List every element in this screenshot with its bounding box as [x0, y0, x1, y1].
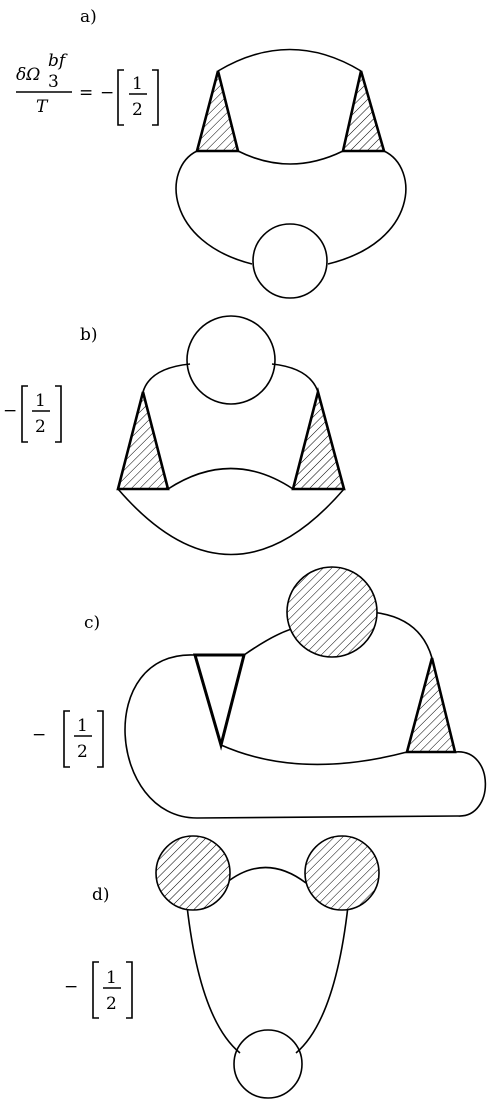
panel-b-bottom-arc: [117, 488, 345, 556]
panel-d-top-arc: [225, 866, 307, 884]
panel-c-upper-right-arc: [369, 611, 433, 659]
panel-c-middle-arc: [220, 744, 408, 766]
lhs-equals: =: [79, 83, 93, 103]
panel-a-left-vertex: [195, 70, 240, 153]
panel-b-minus: −: [3, 401, 17, 421]
panel-d-right-arc: [295, 905, 349, 1054]
panel-c-right-vertex: [405, 657, 457, 754]
lhs-denominator: T: [36, 97, 49, 117]
panel-a-right-loop: [327, 150, 407, 265]
panel-b-label: b): [80, 325, 98, 345]
panel-a: a) δΩ bf 3 T = − 1 2: [16, 7, 407, 299]
panel-d-fraction-num: 1: [106, 968, 117, 988]
panel-d-left-hatched-bubble: [155, 835, 231, 911]
left-bracket: [117, 69, 124, 126]
panel-a-left-loop: [175, 150, 253, 265]
panel-d-right-hatched-bubble: [304, 835, 380, 911]
right-bracket: [126, 961, 133, 1019]
panel-c-coefficient: − 1 2: [32, 710, 104, 768]
panel-a-fraction-num: 1: [132, 74, 143, 94]
left-bracket: [21, 385, 28, 443]
right-bracket: [55, 385, 62, 443]
panel-c: c) − 1 2: [32, 566, 487, 819]
lhs-superscript: bf: [48, 51, 68, 71]
panel-b-left-vertex: [116, 391, 170, 491]
panel-a-fraction-den: 2: [132, 100, 143, 120]
panel-d-label: d): [92, 885, 110, 905]
lhs-numerator: δΩ: [16, 65, 40, 85]
panel-a-middle-arc: [237, 150, 344, 165]
panel-b-middle-arc: [167, 467, 294, 490]
panel-c-inverted-vertex: [193, 653, 246, 751]
left-bracket: [92, 961, 99, 1019]
lhs-numerator-text: δΩ: [16, 65, 40, 85]
panel-d-bottom-bubble: [233, 1029, 303, 1099]
panel-a-bottom-bubble: [252, 223, 328, 299]
lhs-subscript: 3: [48, 72, 59, 92]
panel-c-right-cap: [454, 751, 487, 817]
panel-c-fraction-num: 1: [77, 716, 88, 736]
panel-b-fraction-den: 2: [35, 417, 46, 437]
panel-a-label: a): [80, 7, 97, 27]
panel-b-top-bubble: [186, 315, 276, 405]
panel-d-coefficient: − 1 2: [64, 961, 133, 1019]
panel-d: d) − 1 2: [64, 835, 380, 1099]
panel-d-left-arc: [186, 905, 241, 1054]
right-bracket: [152, 69, 159, 126]
panel-d-minus: −: [64, 977, 78, 997]
panel-c-minus: −: [32, 725, 46, 745]
panel-c-outer-left-loop: [124, 654, 198, 819]
panel-a-top-arc: [217, 48, 362, 72]
panel-c-bottom-line: [196, 815, 459, 819]
panel-b-right-shoulder: [271, 363, 319, 393]
panel-a-coefficient: − 1 2: [100, 69, 159, 126]
panel-b-coefficient: − 1 2: [3, 385, 62, 443]
panel-b-right-vertex: [291, 386, 346, 491]
panel-b-fraction-num: 1: [35, 391, 46, 411]
panel-c-label: c): [84, 613, 100, 633]
panel-c-hatched-bubble: [286, 566, 378, 658]
left-bracket: [63, 710, 70, 768]
panel-d-fraction-den: 2: [106, 994, 117, 1014]
panel-a-lhs-fraction: δΩ bf 3 T =: [16, 51, 93, 117]
panel-b: b) − 1 2: [3, 315, 346, 556]
panel-c-fraction-den: 2: [77, 742, 88, 762]
right-bracket: [97, 710, 104, 768]
panel-a-right-vertex: [341, 70, 386, 153]
panel-a-minus: −: [100, 83, 114, 103]
panel-b-left-shoulder: [142, 363, 191, 393]
